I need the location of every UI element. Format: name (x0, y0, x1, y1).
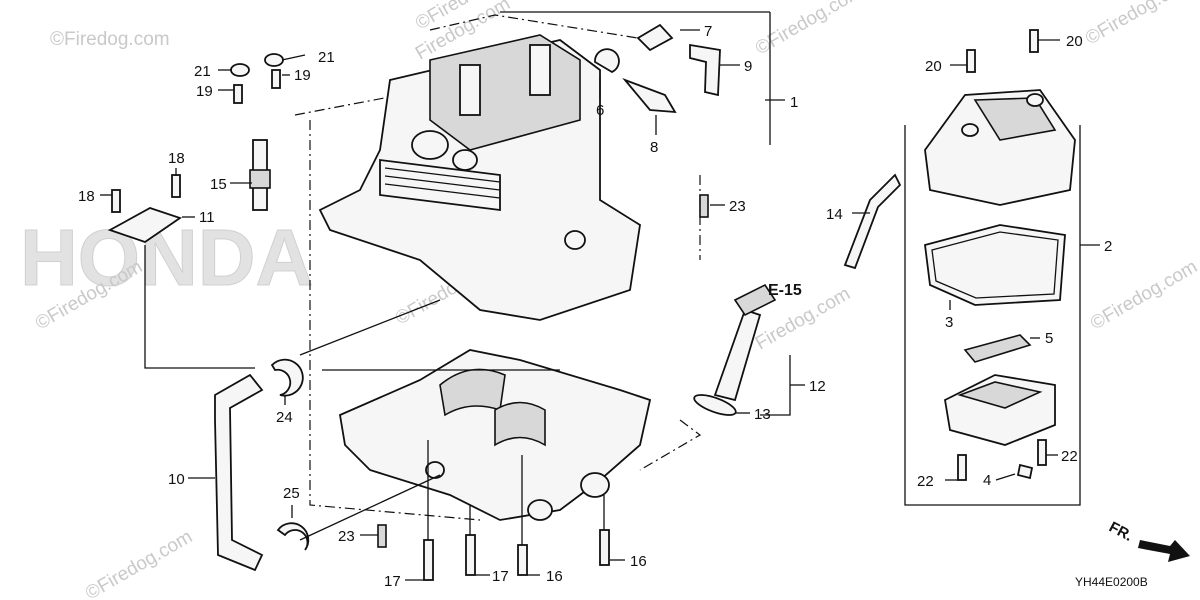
site-watermark: ©Firedog.com (1087, 256, 1200, 334)
part-23-pin (699, 194, 709, 218)
callout-24: 24 (276, 409, 293, 426)
part-23-pin (377, 524, 387, 548)
callout-15: 15 (210, 176, 227, 193)
callout-3: 3 (945, 314, 953, 331)
section-reference: E-15 (768, 282, 802, 299)
callout-11: 11 (199, 209, 215, 226)
plate (107, 207, 183, 243)
elbow-fitting (713, 283, 777, 402)
callout-8: 8 (650, 139, 658, 156)
breather-case (944, 374, 1056, 480)
bolt-17 (465, 534, 476, 576)
site-watermark: ©Firedog.com (50, 29, 170, 50)
callout-21-left: 21 (194, 63, 211, 80)
callout-21-right: 21 (318, 49, 335, 66)
callout-12: 12 (809, 378, 826, 395)
bolt-18 (171, 174, 181, 198)
clamp-24 (270, 358, 304, 397)
bolt-18 (111, 189, 121, 213)
callout-23-bottom: 23 (338, 528, 355, 545)
cylinder-block (318, 34, 641, 321)
callout-22-left: 22 (917, 473, 934, 490)
spacer-block (963, 334, 1032, 363)
part-7 (636, 23, 674, 52)
bolt-19 (271, 69, 281, 89)
crankcase (338, 349, 652, 521)
callout-4: 4 (983, 472, 991, 489)
washer-21 (264, 53, 284, 67)
intake-tube (214, 373, 264, 572)
front-direction-label: FR. (1106, 519, 1135, 545)
callout-17-left: 17 (384, 573, 401, 590)
bolt-22 (1037, 439, 1047, 466)
callout-22-right: 22 (1061, 448, 1078, 465)
callout-7: 7 (704, 23, 712, 40)
callout-17-right: 17 (492, 568, 509, 585)
washer-21 (230, 63, 250, 77)
bolt-20 (966, 49, 976, 73)
callout-10: 10 (168, 471, 185, 488)
bolt-17 (423, 539, 434, 581)
callout-5: 5 (1045, 330, 1053, 347)
breather-tube (843, 173, 902, 270)
part-8 (622, 77, 677, 114)
spark-plug (249, 139, 271, 211)
callout-1: 1 (790, 94, 798, 111)
callout-20-right: 20 (1066, 33, 1083, 50)
callout-13: 13 (754, 406, 771, 423)
callout-16-right: 16 (630, 553, 647, 570)
bolt-16 (599, 529, 610, 566)
callout-14: 14 (826, 206, 843, 223)
callout-23-top: 23 (729, 198, 746, 215)
site-watermark: ©Firedog.com (82, 526, 196, 600)
clamp-25 (276, 522, 310, 551)
site-watermark: ©Firedog.com (1082, 0, 1196, 49)
part-9 (689, 43, 721, 97)
callout-16-lower: 16 (546, 568, 563, 585)
callout-18-left: 18 (78, 188, 95, 205)
callout-20-left: 20 (925, 58, 942, 75)
callout-2: 2 (1104, 238, 1112, 255)
bolt-19 (233, 84, 243, 104)
part-6 (594, 48, 620, 74)
bolt-16 (517, 544, 528, 576)
bolt-22 (957, 454, 967, 481)
callout-19-right: 19 (294, 67, 311, 84)
head-cover (924, 89, 1076, 206)
gasket (924, 224, 1066, 306)
front-arrow (1138, 540, 1190, 562)
diagram-code: YH44E0200B (1075, 575, 1148, 589)
callout-6: 6 (596, 102, 604, 119)
callout-25: 25 (283, 485, 300, 502)
callout-18-top: 18 (168, 150, 185, 167)
site-watermark: ©Firedog.com (752, 0, 866, 59)
callout-9: 9 (744, 58, 752, 75)
bolt-20 (1029, 29, 1039, 53)
callout-19-left: 19 (196, 83, 213, 100)
